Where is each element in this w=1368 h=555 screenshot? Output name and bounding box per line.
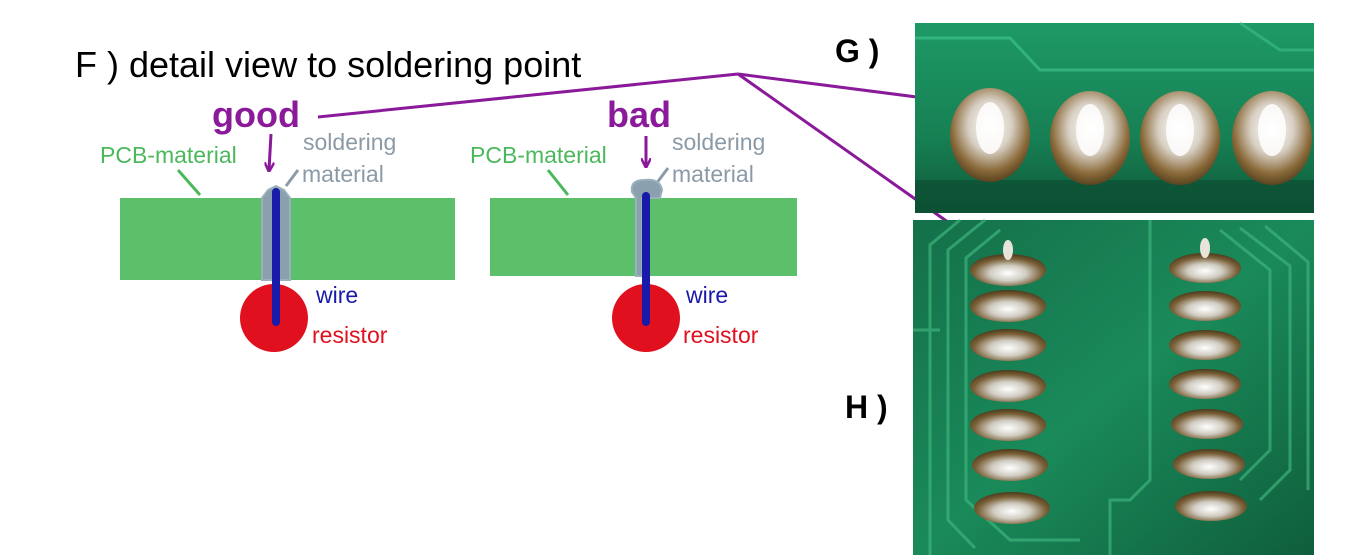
good-diagram: good PCB-material soldering material wir…: [100, 94, 455, 352]
photo-h-left-joints: [970, 240, 1050, 524]
photo-h-right-joints: [1169, 238, 1247, 521]
bad-pcb-label: PCB-material: [470, 142, 607, 168]
good-solder-leader: [284, 169, 300, 187]
good-solder-label-2: material: [302, 161, 384, 187]
bad-wire-label: wire: [685, 282, 728, 308]
arrow-to-photo-g: [737, 72, 940, 100]
good-resistor-label: resistor: [312, 322, 388, 348]
label-h: H ): [845, 389, 888, 425]
bad-pcb-leader: [546, 169, 570, 196]
bad-diagram: bad PCB-material soldering material wire…: [470, 94, 797, 352]
label-g: G ): [835, 33, 879, 69]
bad-resistor-label: resistor: [683, 322, 759, 348]
good-pcb-leader: [176, 169, 202, 196]
good-label: good: [212, 94, 300, 135]
good-down-arrow: [269, 133, 271, 170]
bad-solder-label-2: material: [672, 161, 754, 187]
good-pcb-label: PCB-material: [100, 142, 237, 168]
diagram-title: F ) detail view to soldering point: [75, 44, 581, 85]
good-solder-label-1: soldering: [303, 129, 396, 155]
photo-g: [915, 21, 1314, 213]
bad-solder-label-1: soldering: [672, 129, 765, 155]
bad-label: bad: [607, 94, 671, 135]
good-wire-label: wire: [315, 282, 358, 308]
good-to-hub-line: [317, 72, 739, 119]
photo-h: [913, 218, 1314, 555]
